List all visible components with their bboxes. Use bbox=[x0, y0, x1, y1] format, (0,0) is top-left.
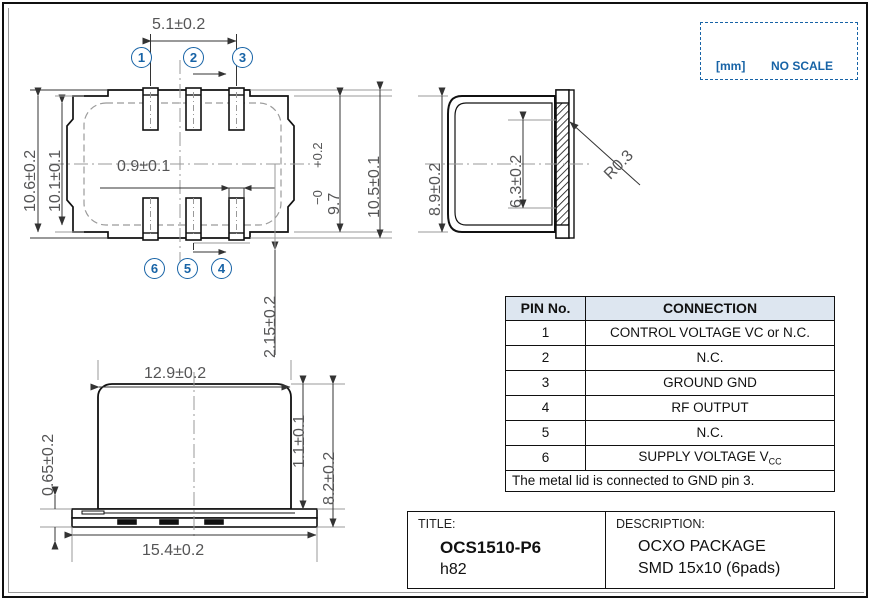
table-row: 3 GROUND GND bbox=[505, 370, 835, 396]
dim-side-heights bbox=[418, 87, 556, 233]
table-row: 4 RF OUTPUT bbox=[505, 395, 835, 421]
dim-label-front-overall-height: 8.2±0.2 bbox=[321, 451, 338, 505]
dim-right-stack bbox=[250, 81, 392, 239]
title-block: TITLE: OCS1510-P6 h82 DESCRIPTION: OCXO … bbox=[407, 511, 835, 589]
dim-label-pad-width: 0.9±0.1 bbox=[117, 158, 171, 175]
pin-bubble-2: 2 bbox=[183, 47, 204, 68]
dim-pad-offset bbox=[193, 164, 279, 355]
table-footnote-row: The metal lid is connected to GND pin 3. bbox=[505, 470, 835, 492]
title-block-title-cell: TITLE: OCS1510-P6 h82 bbox=[408, 512, 606, 588]
table-header-row: PIN No. CONNECTION bbox=[505, 296, 835, 321]
pin-bubble-3: 3 bbox=[232, 47, 253, 68]
dim-lid-width bbox=[90, 360, 292, 391]
cell-pin: 4 bbox=[505, 395, 586, 421]
dim-label-side-overall-height: 8.9±0.2 bbox=[427, 162, 444, 216]
cell-pin: 5 bbox=[505, 420, 586, 446]
pin-bubble-5: 5 bbox=[177, 258, 198, 279]
cell-connection: CONTROL VOLTAGE VC or N.C. bbox=[585, 320, 835, 346]
dim-label-body-width-inner: 10.1±0.1 bbox=[47, 149, 64, 212]
dim-label-pad-offset: 2.15±0.2 bbox=[262, 295, 279, 358]
cell-pin: 2 bbox=[505, 345, 586, 371]
dim-pad-width bbox=[100, 185, 275, 200]
cell-connection: GROUND GND bbox=[585, 370, 835, 396]
cell-pin: 6 bbox=[505, 445, 586, 471]
cell-pin: 3 bbox=[505, 370, 586, 396]
dim-base-width bbox=[64, 527, 318, 562]
dim-base-thickness bbox=[40, 486, 72, 550]
title-value: OCS1510-P6 bbox=[440, 538, 542, 557]
pin-connection-table: PIN No. CONNECTION 1 CONTROL VOLTAGE VC … bbox=[505, 296, 835, 492]
dim-label-lid-width: 12.9±0.2 bbox=[144, 365, 207, 382]
dim-label-flange-height: 1.1±0.1 bbox=[291, 414, 308, 468]
title-block-description-cell: DESCRIPTION: OCXO PACKAGE SMD 15x10 (6pa… bbox=[606, 512, 834, 588]
description-value: OCXO PACKAGE bbox=[638, 538, 766, 555]
dim-label-inner-height-tol-minus: −0 bbox=[310, 190, 325, 205]
cell-connection: N.C. bbox=[585, 345, 835, 371]
table-row: 5 N.C. bbox=[505, 420, 835, 446]
header-pin-no: PIN No. bbox=[505, 296, 586, 321]
units-scale-legend: [mm] NO SCALE bbox=[700, 22, 858, 80]
table-row: 6 SUPPLY VOLTAGE VCC bbox=[505, 445, 835, 471]
title-label: TITLE: bbox=[418, 517, 456, 531]
dim-front-heights bbox=[291, 375, 345, 528]
cell-connection: RF OUTPUT bbox=[585, 395, 835, 421]
legend-scale-label: NO SCALE bbox=[771, 59, 834, 73]
sheet-border-inner bbox=[8, 8, 864, 593]
top-view-pads-top bbox=[142, 87, 245, 131]
header-connection: CONNECTION bbox=[585, 296, 835, 321]
cell-connection-text: SUPPLY VOLTAGE V bbox=[638, 448, 769, 464]
table-row: 2 N.C. bbox=[505, 345, 835, 371]
title-sub-value: h82 bbox=[440, 561, 467, 578]
dim-label-base-thickness: 0.65±0.2 bbox=[40, 433, 57, 496]
description-label: DESCRIPTION: bbox=[616, 517, 705, 531]
dim-label-body-height: 10.5±0.1 bbox=[366, 155, 383, 218]
description-sub-value: SMD 15x10 (6pads) bbox=[638, 560, 781, 577]
dim-label-side-inner-height: 6.3±0.2 bbox=[508, 154, 525, 208]
legend-units-label: [mm] bbox=[716, 59, 746, 73]
dim-label-pad-pitch: 5.1±0.2 bbox=[152, 16, 206, 33]
table-footnote: The metal lid is connected to GND pin 3. bbox=[505, 470, 835, 492]
pin-bubble-1: 1 bbox=[131, 47, 152, 68]
table-row: 1 CONTROL VOLTAGE VC or N.C. bbox=[505, 320, 835, 346]
cell-connection: SUPPLY VOLTAGE VCC bbox=[585, 445, 835, 471]
leader-r03 bbox=[569, 121, 641, 186]
cell-connection-subscript: CC bbox=[768, 456, 782, 467]
cell-connection: N.C. bbox=[585, 420, 835, 446]
pin-bubble-6: 6 bbox=[144, 258, 165, 279]
dim-label-inner-height-tol-plus: +0.2 bbox=[310, 142, 325, 168]
pin-bubble-4: 4 bbox=[211, 258, 232, 279]
dim-label-inner-height: 9.7 bbox=[326, 192, 343, 215]
dim-label-base-width: 15.4±0.2 bbox=[142, 542, 205, 559]
dim-left-stack bbox=[30, 87, 108, 239]
top-view-pads-bottom bbox=[142, 197, 245, 241]
cell-pin: 1 bbox=[505, 320, 586, 346]
dim-label-body-width-outer: 10.6±0.2 bbox=[22, 149, 39, 212]
